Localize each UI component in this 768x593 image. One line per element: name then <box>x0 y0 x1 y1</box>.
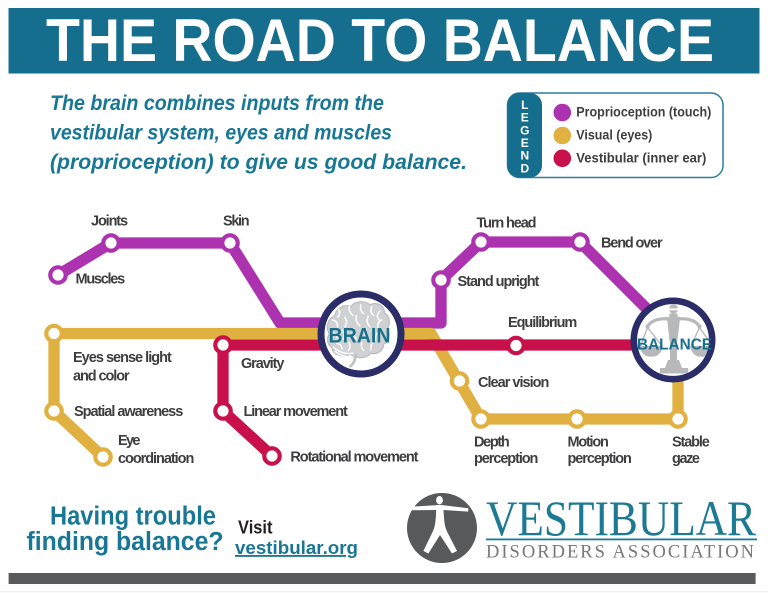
svg-text:Depth: Depth <box>474 434 510 450</box>
svg-text:Muscles: Muscles <box>76 272 126 288</box>
svg-text:finding balance?: finding balance? <box>27 528 224 556</box>
svg-text:Eye: Eye <box>118 433 140 449</box>
svg-text:Spatial awareness: Spatial awareness <box>74 404 183 420</box>
svg-text:DISORDERS ASSOCIATION: DISORDERS ASSOCIATION <box>486 543 754 563</box>
svg-text:(proprioception) to give us go: (proprioception) to give us good balance… <box>50 150 467 174</box>
svg-text:Gravity: Gravity <box>241 356 284 372</box>
svg-text:Proprioception (touch): Proprioception (touch) <box>576 104 711 119</box>
svg-text:Vestibular (inner ear): Vestibular (inner ear) <box>576 150 706 165</box>
svg-text:Skin: Skin <box>223 214 250 230</box>
svg-text:THE ROAD TO BALANCE: THE ROAD TO BALANCE <box>46 7 714 74</box>
svg-text:gaze: gaze <box>672 451 700 467</box>
svg-text:The brain combines inputs from: The brain combines inputs from the <box>50 91 384 115</box>
svg-text:D: D <box>520 161 529 175</box>
svg-text:Clear vision: Clear vision <box>478 375 549 391</box>
svg-text:Linear movement: Linear movement <box>244 404 348 420</box>
svg-text:G: G <box>520 123 529 137</box>
svg-text:Stand upright: Stand upright <box>458 274 540 290</box>
svg-text:and color: and color <box>73 369 130 385</box>
svg-text:Turn head: Turn head <box>477 216 537 232</box>
svg-text:Stable: Stable <box>672 434 710 450</box>
svg-text:Equilibrium: Equilibrium <box>508 315 577 331</box>
svg-text:vestibular system, eyes and mu: vestibular system, eyes and muscles <box>50 121 392 145</box>
svg-text:E: E <box>521 111 529 125</box>
svg-text:Bend over: Bend over <box>601 236 663 252</box>
svg-text:perception: perception <box>568 451 632 467</box>
svg-text:VESTIBULAR: VESTIBULAR <box>486 490 757 546</box>
svg-text:coordination: coordination <box>118 451 194 467</box>
svg-text:BRAIN: BRAIN <box>329 325 391 348</box>
svg-text:BALANCE: BALANCE <box>637 337 712 354</box>
svg-text:E: E <box>521 136 529 150</box>
svg-text:vestibular.org: vestibular.org <box>235 537 358 558</box>
svg-text:L: L <box>521 98 528 112</box>
svg-text:Visit: Visit <box>238 518 273 538</box>
svg-text:Joints: Joints <box>91 214 128 230</box>
svg-text:Visual (eyes): Visual (eyes) <box>576 127 652 142</box>
svg-text:perception: perception <box>474 451 538 467</box>
svg-text:Eyes sense light: Eyes sense light <box>73 350 172 366</box>
svg-text:Motion: Motion <box>568 434 609 450</box>
svg-text:Having trouble: Having trouble <box>50 502 216 530</box>
svg-text:N: N <box>520 149 529 163</box>
svg-text:Rotational movement: Rotational movement <box>290 449 418 465</box>
